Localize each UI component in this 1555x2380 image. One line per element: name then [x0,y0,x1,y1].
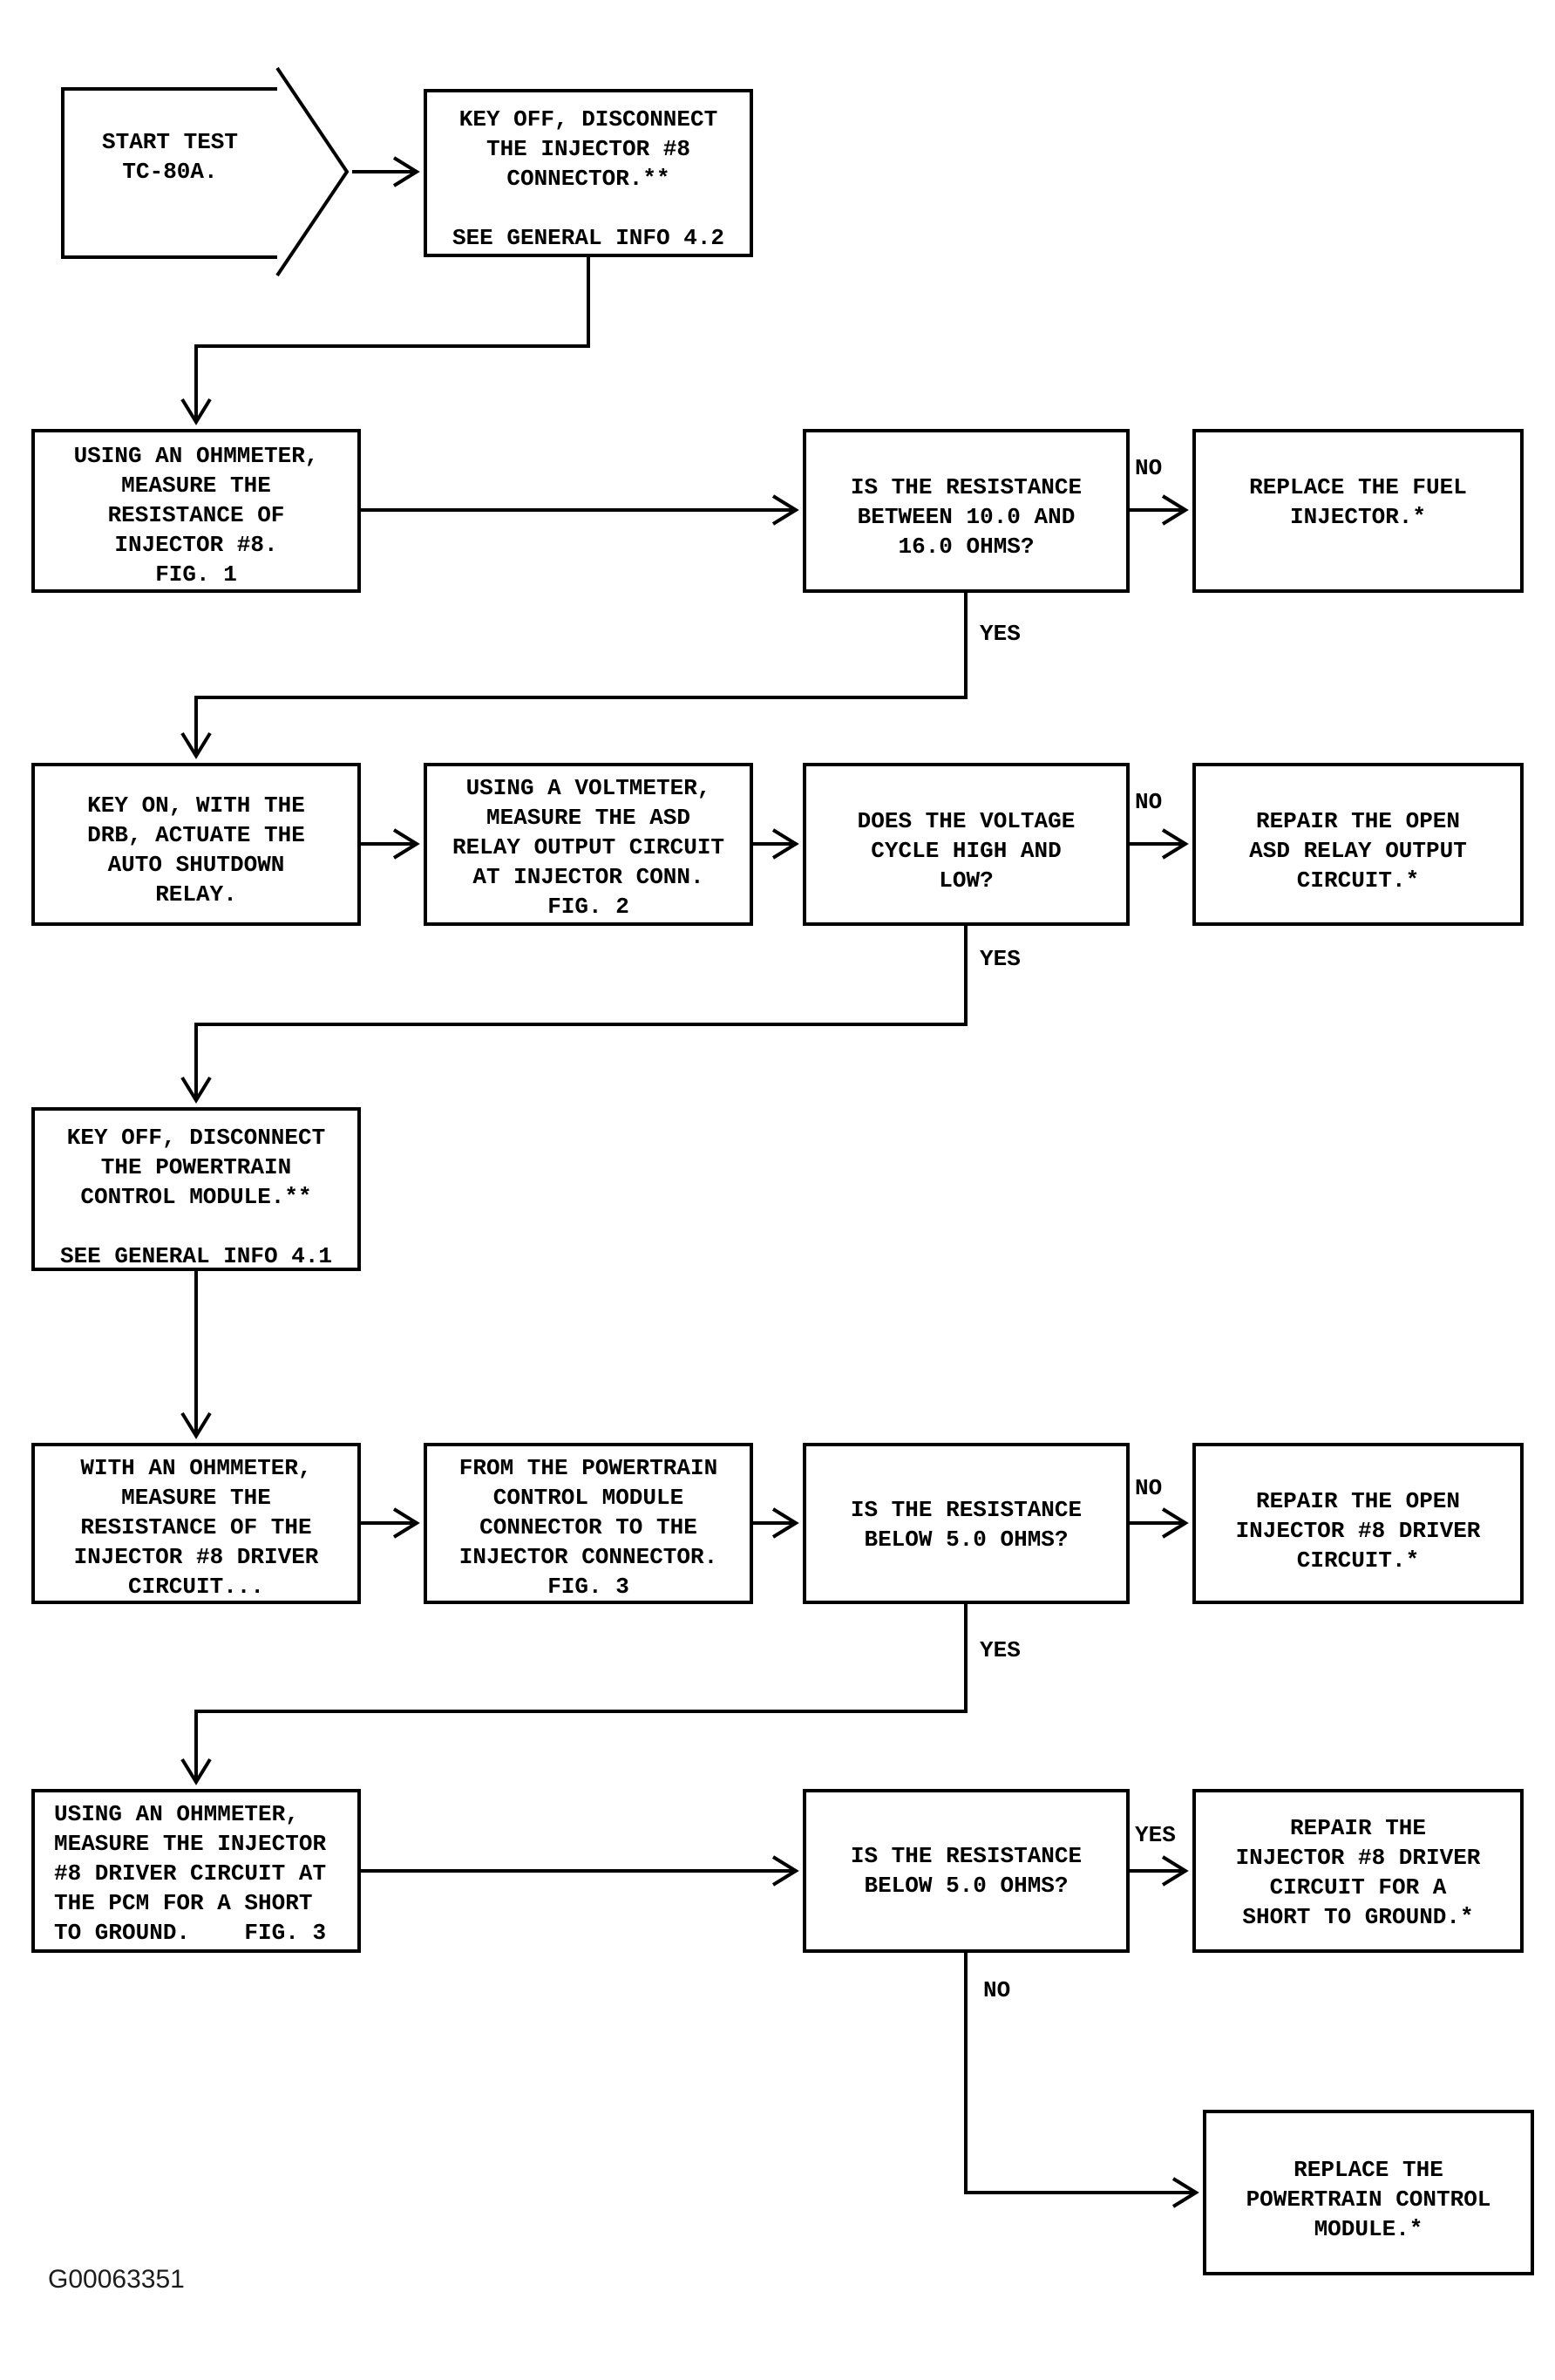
node-disconnect-injector-connector: KEY OFF, DISCONNECT THE INJECTOR #8 CONN… [424,89,753,257]
node-measure-injector-resistance: USING AN OHMMETER, MEASURE THE RESISTANC… [31,429,361,593]
node-measure-driver-short: USING AN OHMMETER, MEASURE THE INJECTOR … [31,1789,361,1953]
branch-label-yes-decision2: YES [980,946,1021,972]
figure-code: G00063351 [48,2265,185,2294]
branch-label-yes-decision4: YES [1135,1822,1176,1848]
branch-label-no-decision2: NO [1135,789,1163,815]
node-repair-driver-short: REPAIR THE INJECTOR #8 DRIVER CIRCUIT FO… [1192,1789,1524,1953]
node-decision-voltage-cycles: DOES THE VOLTAGE CYCLE HIGH AND LOW? [803,763,1130,926]
node-repair-open-driver: REPAIR THE OPEN INJECTOR #8 DRIVER CIRCU… [1192,1443,1524,1604]
start-banner-chevron [275,66,350,277]
node-decision-resistance-10-to-16-ohms: IS THE RESISTANCE BETWEEN 10.0 AND 16.0 … [803,429,1130,593]
branch-label-no-decision1: NO [1135,455,1163,481]
node-decision-resistance-below-5-short: IS THE RESISTANCE BELOW 5.0 OHMS? [803,1789,1130,1953]
node-start-test: START TEST TC-80A. [101,129,239,185]
node-replace-fuel-injector: REPLACE THE FUEL INJECTOR.* [1192,429,1524,593]
edge-decision3-yes-to-measure-short [180,1604,968,1785]
branch-label-no-decision4: NO [983,1977,1011,2003]
node-replace-pcm: REPLACE THE POWERTRAIN CONTROL MODULE.* [1203,2110,1534,2275]
node-actuate-asd-relay: KEY ON, WITH THE DRB, ACTUATE THE AUTO S… [31,763,361,926]
node-repair-asd-output: REPAIR THE OPEN ASD RELAY OUTPUT CIRCUIT… [1192,763,1524,926]
branch-label-yes-decision1: YES [980,621,1021,647]
node-measure-driver-resistance: WITH AN OHMMETER, MEASURE THE RESISTANCE… [31,1443,361,1604]
branch-label-no-decision3: NO [1135,1475,1163,1501]
branch-label-yes-decision3: YES [980,1637,1021,1663]
node-disconnect-pcm: KEY OFF, DISCONNECT THE POWERTRAIN CONTR… [31,1107,361,1271]
edge-decision1-yes-to-actuate-relay [180,593,968,759]
node-decision-resistance-below-5-open: IS THE RESISTANCE BELOW 5.0 OHMS? [803,1443,1130,1604]
edge-disconnect-injector-to-measure-resistance [180,257,590,425]
node-measure-asd-output: USING A VOLTMETER, MEASURE THE ASD RELAY… [424,763,753,926]
node-pcm-to-injector-connector: FROM THE POWERTRAIN CONTROL MODULE CONNE… [424,1443,753,1604]
edge-decision2-yes-to-disconnect-pcm [180,926,968,1104]
